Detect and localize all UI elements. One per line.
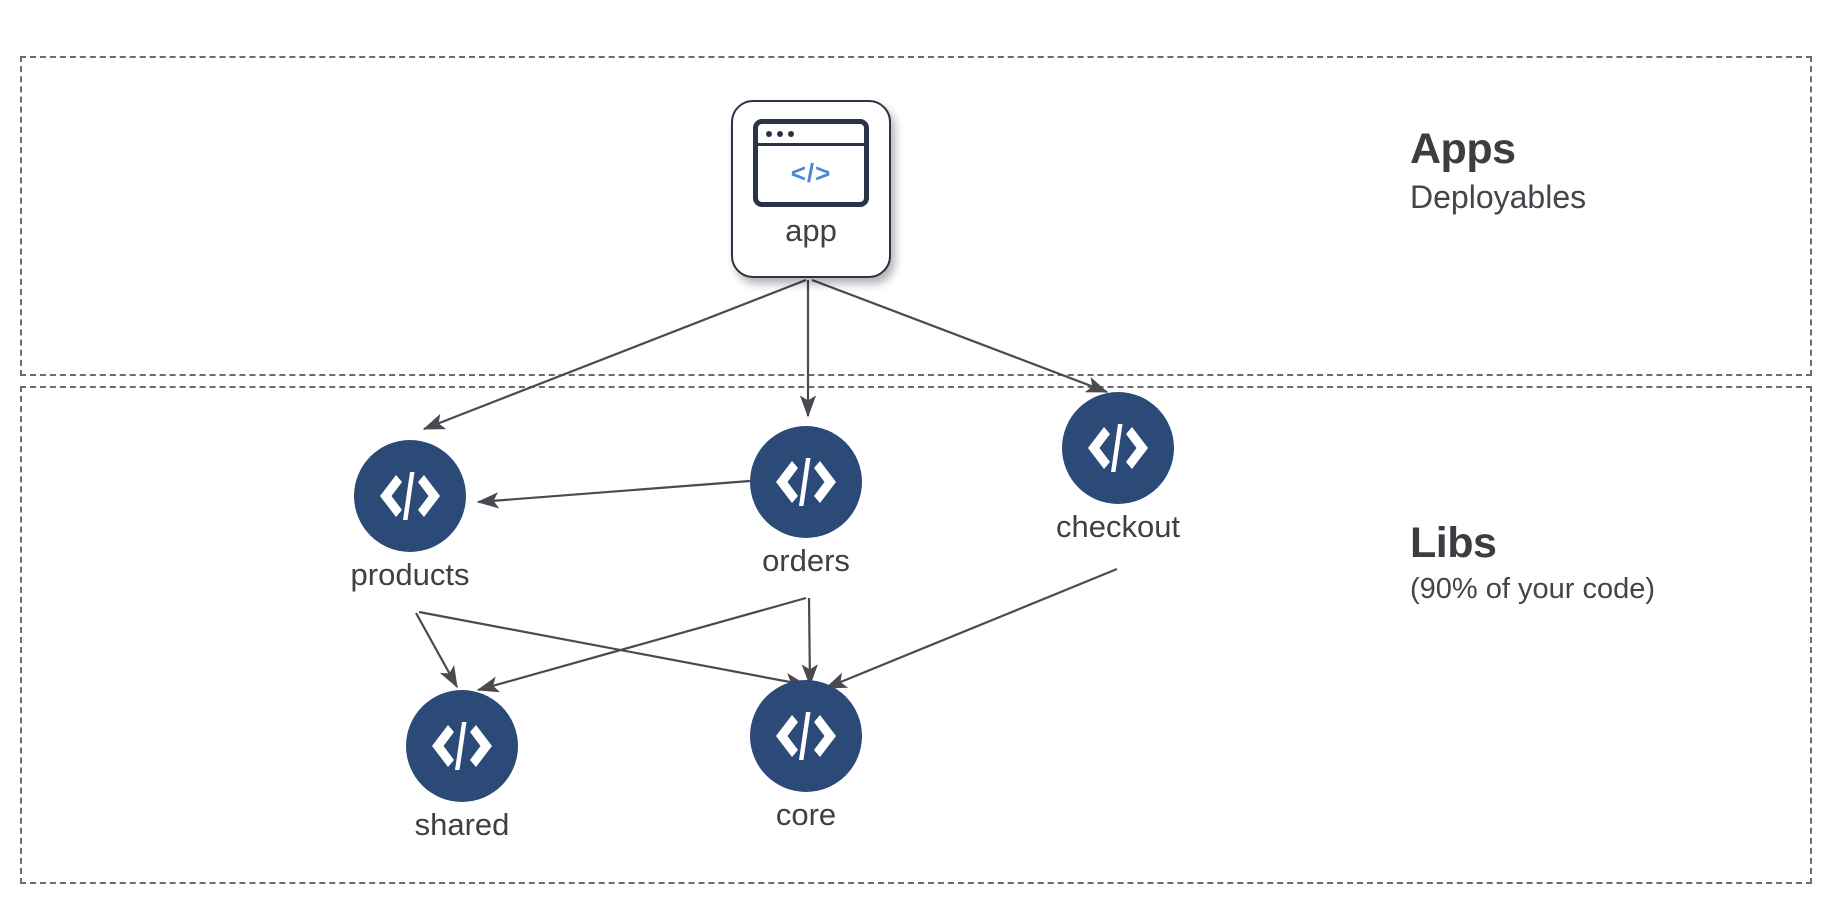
node-app-label: app [785, 213, 837, 248]
node-app[interactable]: </> app [731, 100, 891, 278]
zone-libs-title: Libs [1410, 519, 1497, 567]
node-checkout-label: checkout [1055, 509, 1181, 544]
code-brackets-icon [406, 690, 518, 802]
node-core-label: core [775, 797, 837, 832]
node-core[interactable]: core [750, 680, 862, 832]
node-products[interactable]: products [351, 440, 469, 592]
code-glyph: </> [790, 157, 832, 188]
node-orders[interactable]: orders [750, 426, 862, 578]
zone-legend-apps: Apps Deployables [1410, 128, 1586, 217]
zone-legend-libs: Libs (90% of your code) [1410, 522, 1655, 607]
code-brackets-icon [750, 680, 862, 792]
node-shared-label: shared [414, 807, 510, 842]
window-dot-1 [766, 130, 772, 137]
node-products-label: products [350, 557, 470, 592]
node-orders-label: orders [762, 543, 850, 578]
zone-libs [20, 386, 1812, 884]
node-shared[interactable]: shared [406, 690, 518, 842]
window-dot-3 [788, 130, 794, 137]
window-dot-2 [777, 130, 783, 137]
node-checkout[interactable]: checkout [1056, 392, 1180, 544]
zone-libs-subtitle: (90% of your code) [1410, 573, 1656, 605]
window-titlebar [758, 124, 864, 146]
code-window-icon: </> [753, 119, 869, 207]
zone-apps-title: Apps [1410, 125, 1516, 173]
zone-apps-subtitle: Deployables [1410, 179, 1587, 215]
code-brackets-icon [354, 440, 466, 552]
code-brackets-icon [1062, 392, 1174, 504]
code-brackets-icon [750, 426, 862, 538]
